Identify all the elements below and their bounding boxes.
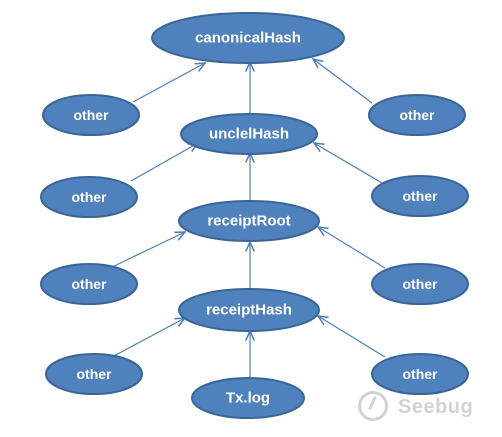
node-receipthash: receiptHash [178, 288, 320, 332]
edge-other-right-to-canonical [313, 59, 373, 104]
seebug-logo-icon [358, 391, 388, 421]
edge-other-left-to-canonical [132, 63, 205, 103]
node-other-1-label: other [74, 107, 110, 123]
node-other-8-label: other [403, 366, 439, 382]
node-other-1: other [42, 94, 140, 136]
node-other-2: other [368, 94, 466, 136]
node-other-4-label: other [403, 188, 439, 204]
edge-other-right-to-uncle [314, 143, 383, 184]
edge-other-left-to-uncle [130, 143, 198, 182]
node-receiptroot-label: receiptRoot [207, 213, 290, 230]
node-receipthash-label: receiptHash [206, 302, 292, 319]
node-other-3-label: other [72, 189, 108, 205]
node-unclehash-label: unclelHash [209, 126, 289, 143]
edge-other-left-to-receipthash [111, 318, 185, 358]
node-txlog: Tx.log [191, 377, 305, 419]
seebug-watermark: Seebug [356, 388, 496, 430]
node-unclehash: unclelHash [180, 113, 318, 155]
node-other-3: other [40, 176, 138, 218]
edge-other-right-to-receiptroot [318, 227, 386, 269]
node-other-6: other [371, 263, 469, 305]
node-other-5: other [40, 263, 138, 305]
node-other-7-label: other [77, 366, 113, 382]
node-canonicalhash: canonicalHash [151, 12, 345, 64]
node-other-6-label: other [403, 276, 439, 292]
node-other-5-label: other [72, 276, 108, 292]
node-other-4: other [371, 175, 469, 217]
node-receiptroot: receiptRoot [178, 200, 320, 242]
node-other-8: other [371, 353, 469, 395]
node-other-2-label: other [400, 107, 436, 123]
watermark-text: Seebug [398, 396, 474, 418]
edges [109, 59, 386, 378]
node-canonicalhash-label: canonicalHash [195, 30, 301, 47]
edge-other-left-to-receiptroot [109, 232, 185, 269]
node-txlog-label: Tx.log [226, 390, 270, 407]
edge-other-right-to-receipthash [318, 316, 386, 358]
node-other-7: other [45, 353, 143, 395]
